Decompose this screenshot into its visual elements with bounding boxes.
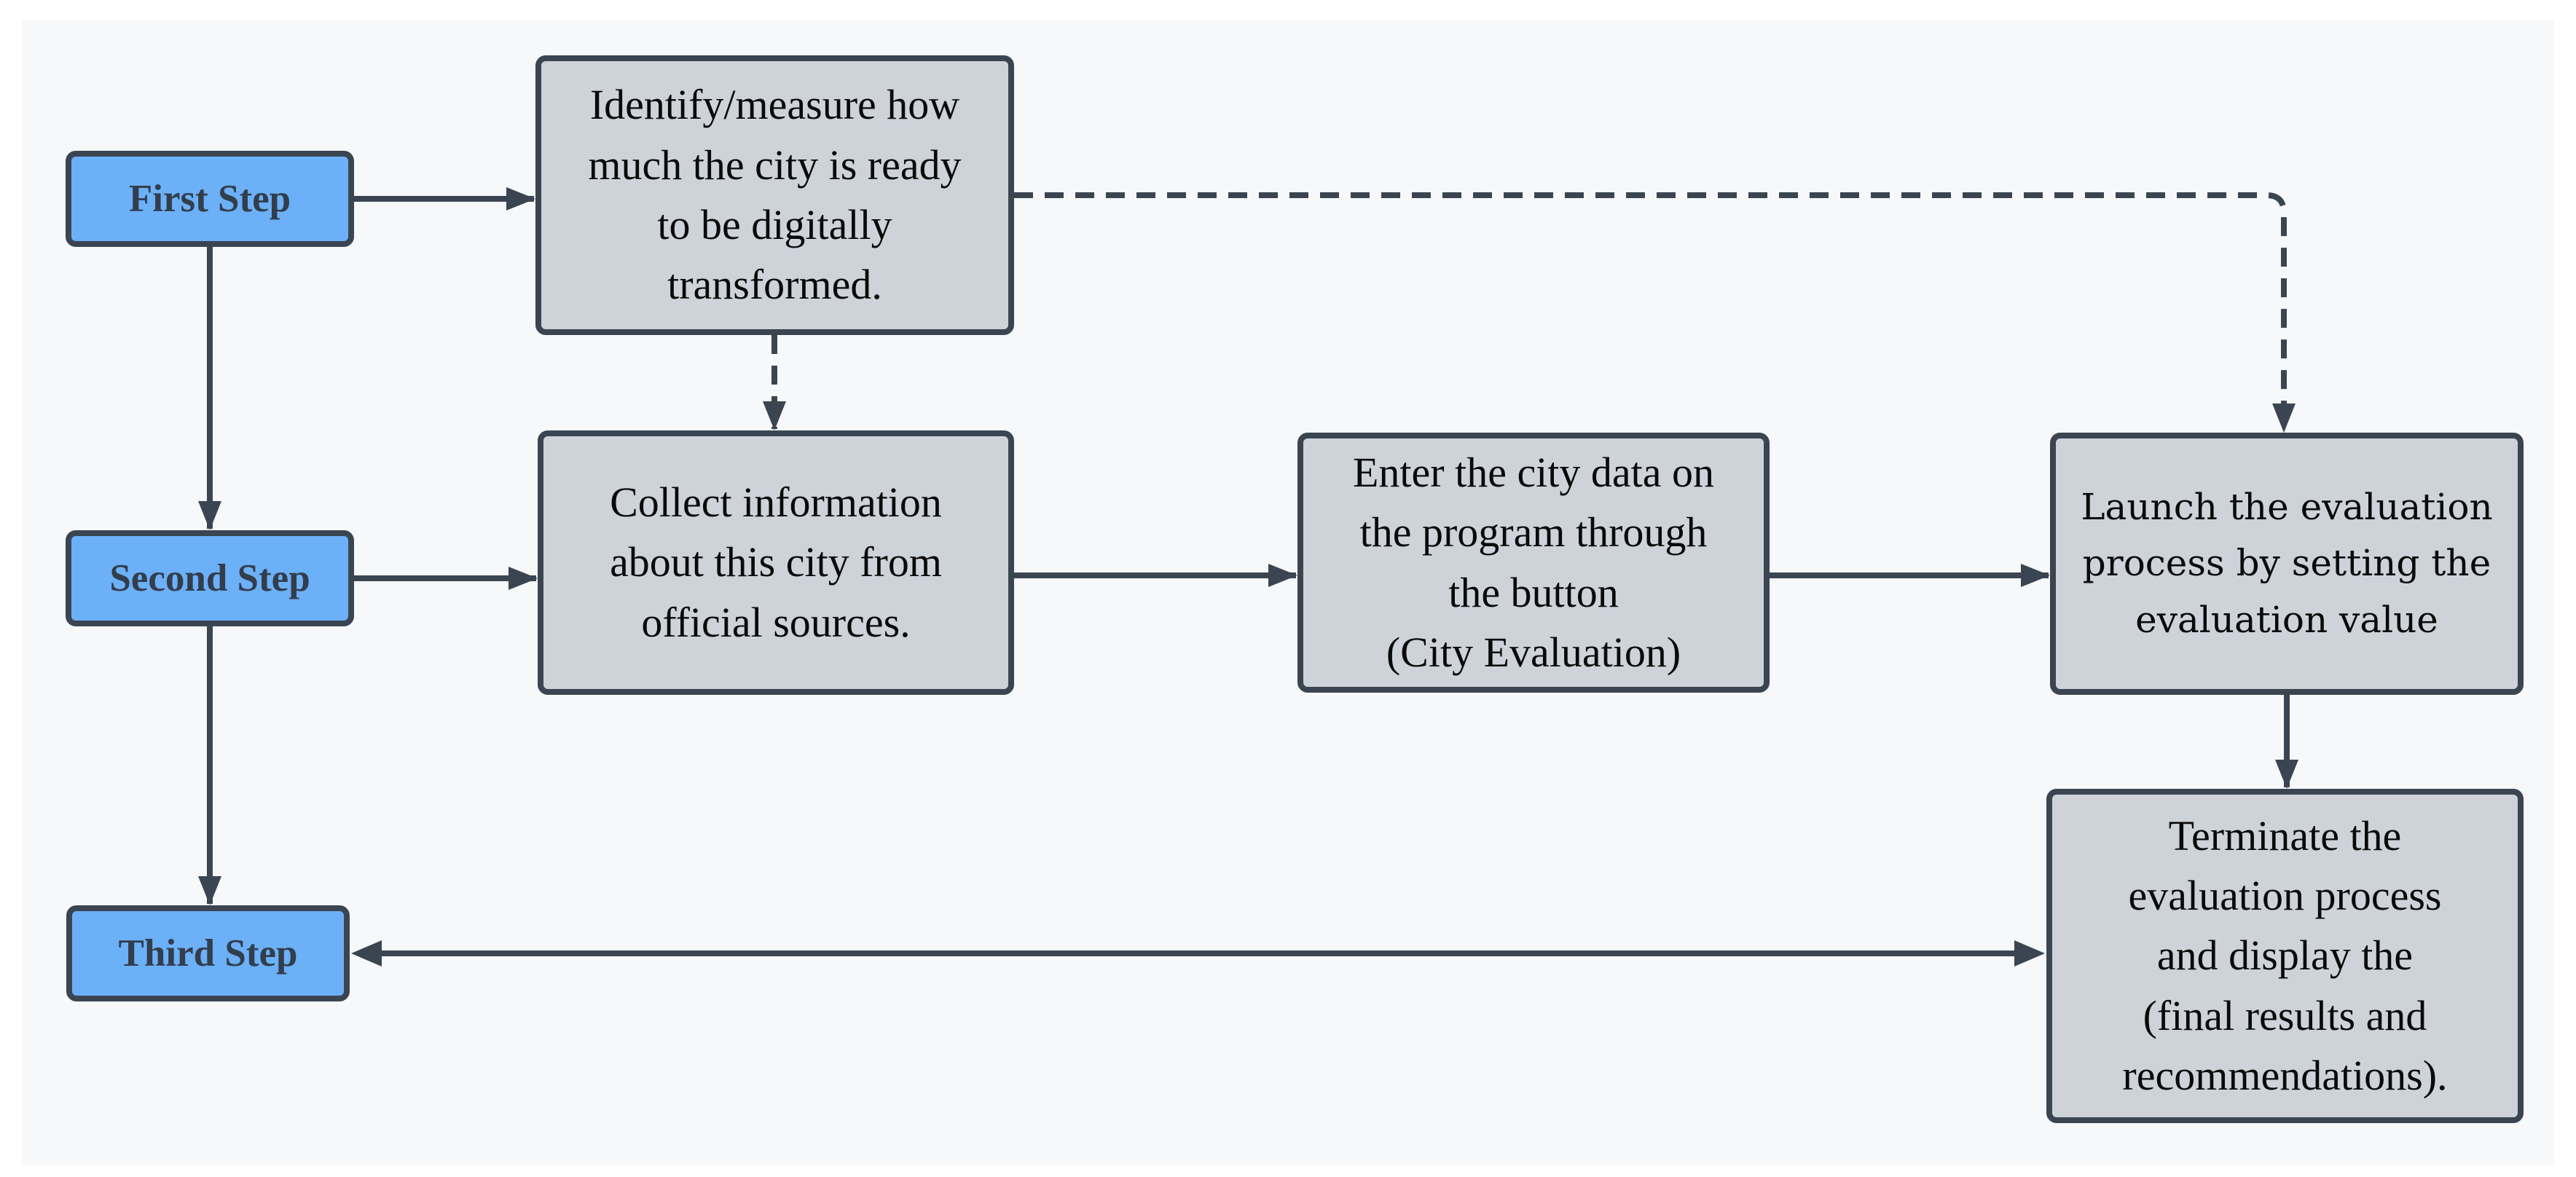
node-enter-city-data-label: Enter the city data on the program throu… [1352, 448, 1715, 676]
node-launch-evaluation: Launch the evaluation process by setting… [2050, 433, 2524, 695]
node-second-step: Second Step [66, 530, 354, 626]
edge-identify-to-launch-dashed [1014, 192, 2296, 433]
node-first-step-label: First Step [128, 178, 291, 220]
node-identify-measure: Identify/measure how much the city is re… [535, 55, 1014, 335]
edge-terminate-third-step-left-arrowhead [351, 940, 382, 967]
node-second-step-label: Second Step [109, 557, 310, 599]
node-third-step: Third Step [66, 905, 350, 1001]
node-launch-evaluation-label: Launch the evaluation process by setting… [2081, 485, 2493, 641]
node-identify-measure-label: Identify/measure how much the city is re… [588, 81, 962, 309]
node-third-step-label: Third Step [118, 932, 298, 975]
node-first-step: First Step [66, 151, 354, 247]
node-collect-information: Collect information about this city from… [538, 430, 1014, 695]
node-terminate-evaluation: Terminate the evaluation process and dis… [2046, 789, 2524, 1123]
node-terminate-evaluation-label: Terminate the evaluation process and dis… [2122, 811, 2448, 1100]
node-enter-city-data: Enter the city data on the program throu… [1297, 433, 1770, 693]
edge-terminate-third-step-right-arrowhead [2014, 940, 2045, 967]
node-collect-information-label: Collect information about this city from… [610, 478, 942, 646]
